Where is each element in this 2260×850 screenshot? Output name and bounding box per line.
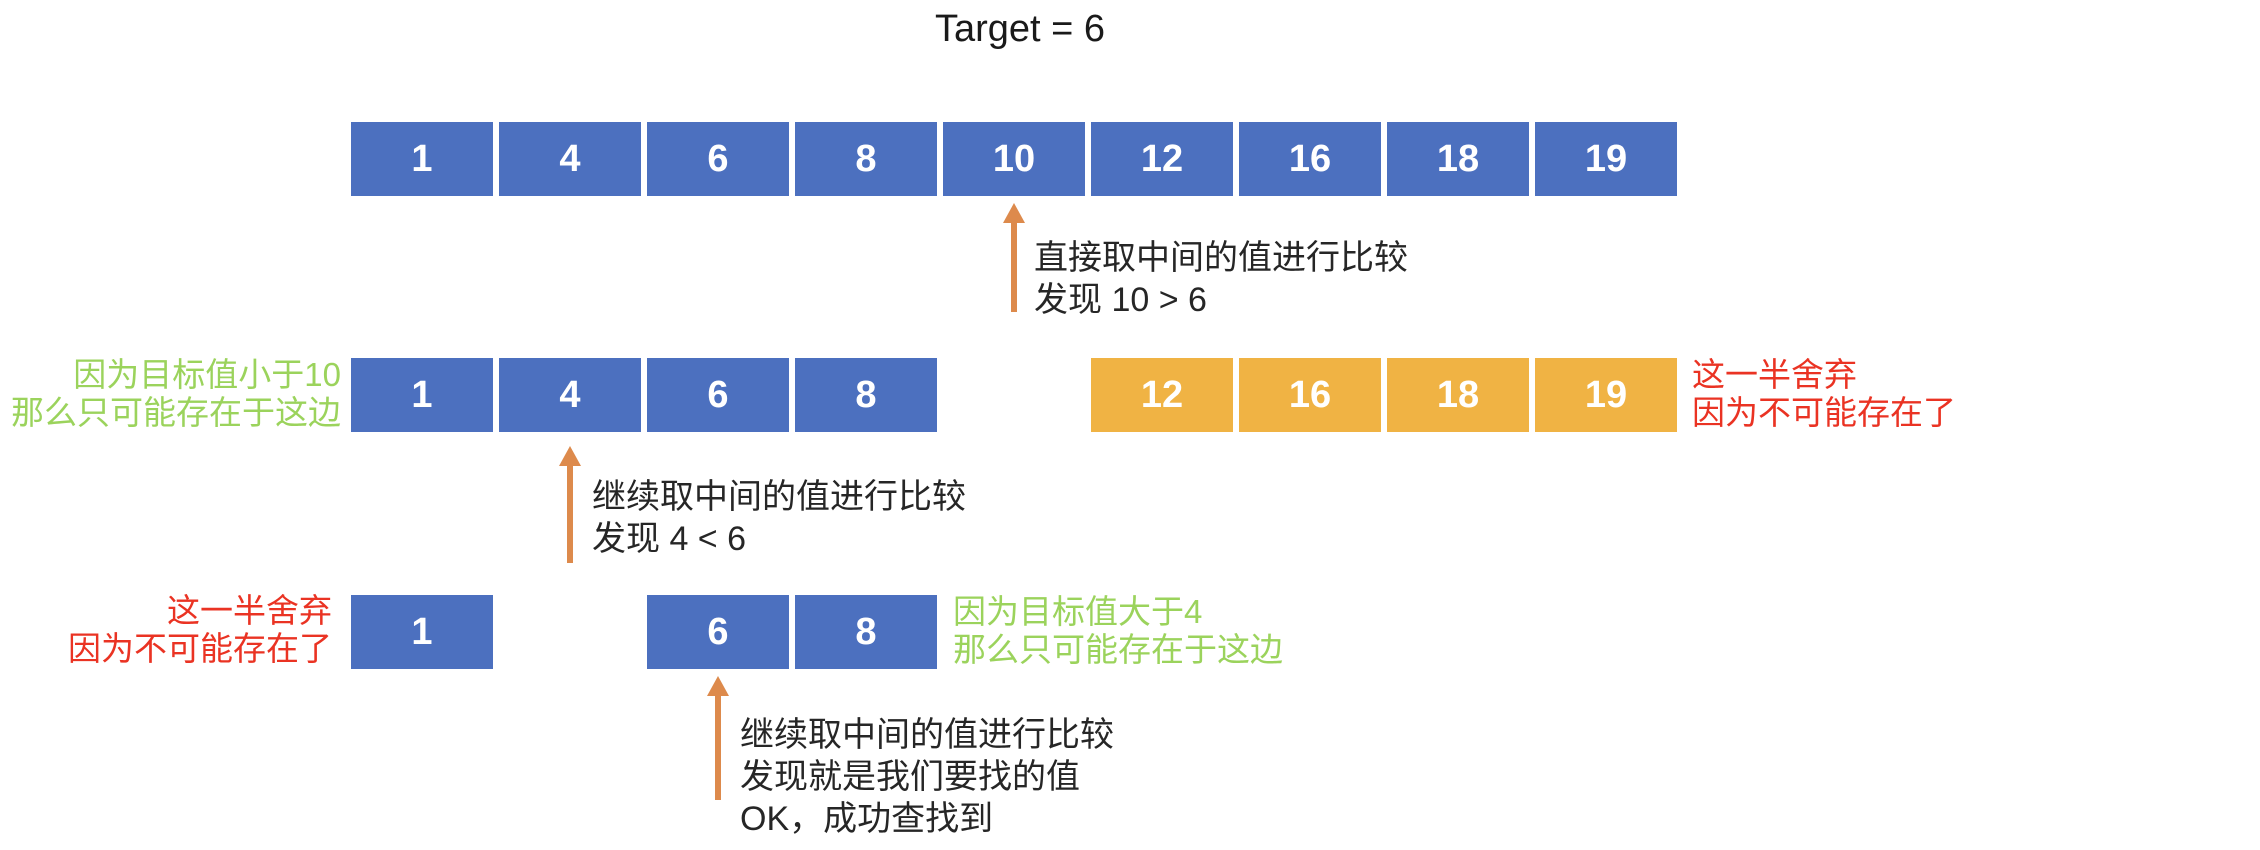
- array-cell: 18: [1387, 358, 1529, 432]
- array-cell: 8: [795, 358, 937, 432]
- note-line: 那么只可能存在于这边: [11, 394, 341, 431]
- arrow-head: [559, 446, 581, 466]
- array-cell: 18: [1387, 122, 1529, 196]
- array-cell: 19: [1535, 358, 1677, 432]
- note-line: 发现 10 > 6: [1034, 281, 1207, 319]
- array-cell: 8: [795, 122, 937, 196]
- note-line: OK，成功查找到: [740, 800, 994, 838]
- array-cell: 1: [351, 595, 493, 669]
- step2-right-array-discarded: 12 16 18 19: [1091, 358, 1677, 432]
- note-line: 继续取中间的值进行比较: [592, 478, 966, 516]
- up-arrow-icon: [1003, 203, 1025, 312]
- note-line: 发现 4 < 6: [592, 520, 747, 558]
- step3-mid-array: 6 8: [647, 595, 937, 669]
- step2-left-array: 1 4 6 8: [351, 358, 937, 432]
- array-cell: 16: [1239, 122, 1381, 196]
- step3-discard-note: 这一半舍弃 因为不可能存在了: [68, 592, 332, 668]
- step1-array: 1 4 6 8 10 12 16 18 19: [351, 122, 1677, 196]
- array-cell: 16: [1239, 358, 1381, 432]
- arrow-shaft: [567, 466, 573, 563]
- step3-arrow-note: 继续取中间的值进行比较 发现就是我们要找的值 OK，成功查找到: [740, 714, 1114, 840]
- step3-keep-note: 因为目标值大于4 那么只可能存在于这边: [953, 593, 1283, 669]
- array-cell: 6: [647, 122, 789, 196]
- array-cell: 1: [351, 122, 493, 196]
- arrow-head: [707, 676, 729, 696]
- arrow-head: [1003, 203, 1025, 223]
- note-line: 因为目标值大于4: [953, 593, 1203, 630]
- arrow-shaft: [715, 696, 721, 800]
- step1-arrow-note: 直接取中间的值进行比较 发现 10 > 6: [1034, 237, 1408, 321]
- note-line: 继续取中间的值进行比较: [740, 716, 1114, 754]
- array-cell: 1: [351, 358, 493, 432]
- note-line: 发现就是我们要找的值: [740, 758, 1080, 796]
- array-cell-middle: 10: [943, 122, 1085, 196]
- array-cell: 4: [499, 122, 641, 196]
- array-cell: 8: [795, 595, 937, 669]
- array-cell: 12: [1091, 122, 1233, 196]
- array-cell: 19: [1535, 122, 1677, 196]
- up-arrow-icon: [707, 676, 729, 800]
- diagram-title: Target = 6: [934, 8, 1106, 50]
- up-arrow-icon: [559, 446, 581, 563]
- array-cell: 6: [647, 358, 789, 432]
- note-line: 因为目标值小于10: [73, 356, 341, 393]
- note-line: 那么只可能存在于这边: [953, 631, 1283, 668]
- step3-left-array-discarded: 1: [351, 595, 493, 669]
- step2-discard-note: 这一半舍弃 因为不可能存在了: [1692, 356, 1956, 432]
- arrow-shaft: [1011, 223, 1017, 312]
- array-cell: 12: [1091, 358, 1233, 432]
- note-line: 这一半舍弃: [1692, 356, 1857, 393]
- note-line: 这一半舍弃: [167, 592, 332, 629]
- step2-keep-note: 因为目标值小于10 那么只可能存在于这边: [11, 356, 341, 432]
- array-cell-middle: 4: [499, 358, 641, 432]
- step2-arrow-note: 继续取中间的值进行比较 发现 4 < 6: [592, 476, 966, 560]
- note-line: 因为不可能存在了: [68, 630, 332, 667]
- note-line: 直接取中间的值进行比较: [1034, 239, 1408, 277]
- array-cell-middle: 6: [647, 595, 789, 669]
- note-line: 因为不可能存在了: [1692, 394, 1956, 431]
